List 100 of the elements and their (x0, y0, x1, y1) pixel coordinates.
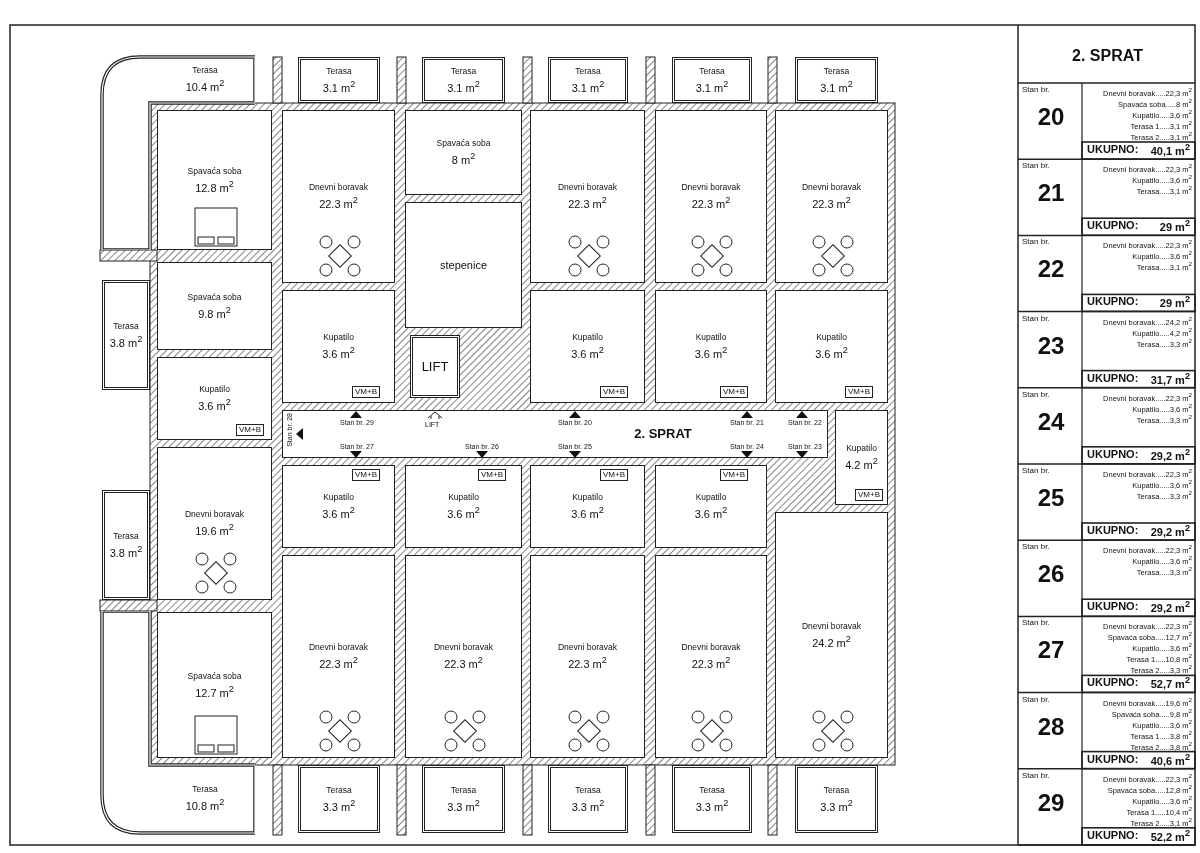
cell-caption: Stan br. (1022, 619, 1050, 628)
apartment-number: 23 (1036, 333, 1066, 358)
room-name: LIFT (421, 359, 449, 374)
terrace-outline (100, 611, 255, 835)
area-label: 3.1 m$^{2}$ (322, 77, 356, 95)
terrace-outline (422, 765, 505, 833)
room-name: Spavaća soba (187, 670, 242, 682)
cell-caption: Stan br. (1022, 86, 1050, 94)
room-name: Kupatilo (199, 384, 230, 396)
room-outline (835, 410, 888, 505)
room-outline (282, 290, 395, 403)
terrace-outline (672, 57, 752, 103)
room-name: Kupatilo (695, 492, 727, 504)
appliance-label: VM+B (720, 469, 748, 481)
area-label: 22.3 m$^{2}$ (691, 654, 731, 671)
cell-caption: Stan br. (1022, 390, 1050, 399)
area-label: 19.6 m$^{2}$ (195, 521, 234, 538)
room-outline (405, 465, 522, 548)
area-label: 22.3 m$^{2}$ (568, 654, 607, 671)
area-label: 3.6 m$^{2}$ (694, 504, 728, 521)
area-label: 10.8 m$^{2}$ (185, 795, 225, 813)
area-label: 24.2 m$^{2}$ (812, 632, 851, 650)
total-caption: UKUPNO: (1087, 829, 1139, 841)
apartment-number: 26 (1036, 562, 1066, 587)
room-name: Kupatilo (695, 332, 727, 344)
room-outline (775, 110, 888, 283)
room-name: Kupatilo (323, 492, 354, 504)
area-label: 3.6 m$^{2}$ (571, 344, 604, 361)
room-outline (530, 555, 645, 758)
apartment-number: 20 (1036, 105, 1066, 129)
total-caption: UKUPNO: (1087, 753, 1139, 765)
room-name: Dnevni boravak (801, 182, 862, 194)
room-name: Kupatilo (816, 332, 847, 344)
room-name: Dnevni boravak (308, 642, 369, 654)
apartment-number: 21 (1036, 181, 1066, 206)
total-caption: UKUPNO: (1087, 677, 1139, 689)
apartment-number: 28 (1036, 714, 1066, 739)
area-label: 3.6 m$^{2}$ (815, 344, 848, 361)
area-label: 3.1 m$^{2}$ (447, 77, 480, 95)
room-outline (405, 555, 522, 758)
area-label: 3.3 m$^{2}$ (447, 796, 480, 814)
appliance-label: VM+B (600, 469, 628, 481)
apartment-number: 25 (1036, 486, 1066, 510)
room-outline (655, 465, 767, 548)
total-caption: UKUPNO: (1087, 448, 1139, 460)
apartment-number: 22 (1036, 257, 1066, 282)
room-outline (530, 290, 645, 403)
terrace-outline (795, 57, 878, 103)
room-outline (282, 465, 395, 548)
terrace-outline (102, 490, 150, 600)
area-label: 3.3 m$^{2}$ (322, 796, 356, 814)
area-label: 3.3 m$^{2}$ (820, 796, 853, 814)
room-name: Dnevni boravak (801, 620, 862, 632)
apartment-number: 29 (1036, 790, 1066, 815)
area-label: 8 m$^{2}$ (451, 150, 476, 167)
area-label: 3.6 m$^{2}$ (198, 396, 231, 413)
terrace-outline (422, 57, 505, 103)
room-name: Spavaća soba (187, 165, 242, 177)
area-label: 3.8 m$^{2}$ (109, 542, 143, 560)
terrace-outline (102, 280, 150, 390)
area-label: 22.3 m$^{2}$ (568, 194, 607, 211)
room-name: Kupatilo (846, 443, 877, 455)
total-caption: UKUPNO: (1087, 296, 1139, 308)
appliance-label: VM+B (352, 386, 380, 398)
room-name: Terasa (699, 784, 725, 796)
room-outline (405, 110, 522, 195)
terrace-outline (298, 57, 380, 103)
room-name: 2. SPRAT (634, 427, 692, 441)
cell-caption: Stan br. (1022, 238, 1050, 247)
total-caption: UKUPNO: (1087, 144, 1139, 155)
area-label: 22.3 m$^{2}$ (691, 194, 731, 211)
area-label: 3.6 m$^{2}$ (694, 344, 728, 361)
room-name: Kupatilo (448, 492, 479, 504)
area-label: 3.3 m$^{2}$ (695, 796, 729, 814)
room-name: Terasa (823, 65, 850, 77)
room-name: Terasa (326, 784, 352, 796)
room-name: Terasa (575, 784, 601, 796)
terrace-outline (548, 57, 628, 103)
area-label: 3.6 m$^{2}$ (322, 344, 355, 361)
cell-caption: Stan br. (1022, 771, 1050, 780)
room-name: Terasa (192, 64, 218, 76)
room-outline (775, 512, 888, 758)
cell-caption: Stan br. (1022, 543, 1050, 552)
corridor-area (282, 410, 828, 458)
area-label: 3.1 m$^{2}$ (695, 77, 729, 95)
room-name: Spavaća soba (436, 138, 491, 150)
room-name: Terasa (575, 65, 601, 77)
room-name: Dnevni boravak (433, 642, 494, 654)
room-outline (405, 202, 522, 328)
area-label: 22.3 m$^{2}$ (812, 194, 851, 211)
room-outline (655, 555, 767, 758)
appliance-label: VM+B (478, 469, 506, 481)
area-label: 4.2 m$^{2}$ (845, 455, 878, 472)
appliance-label: VM+B (236, 424, 264, 436)
room-outline (530, 465, 645, 548)
terrace-outline (548, 765, 628, 833)
room-outline (655, 290, 767, 403)
area-label: 3.1 m$^{2}$ (571, 77, 605, 95)
room-name: Dnevni boravak (557, 642, 618, 654)
room-name: Dnevni boravak (308, 182, 369, 194)
